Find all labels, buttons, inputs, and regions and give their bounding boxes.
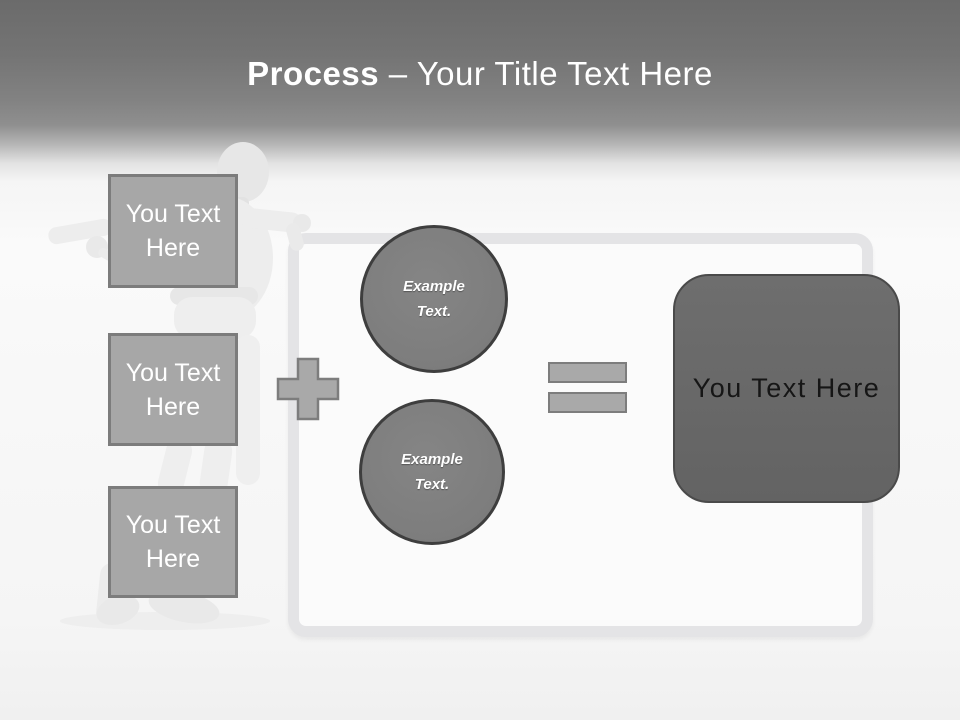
title-rest: – Your Title Text Here — [379, 55, 713, 92]
mannequin-left-thigh — [157, 438, 193, 496]
plus-icon[interactable] — [276, 357, 340, 421]
equals-icon[interactable] — [548, 362, 627, 383]
placeholder-box-1[interactable]: You Text Here — [108, 174, 238, 288]
placeholder-box-3-label: You Text Here — [125, 511, 221, 573]
example-circle-1-label: Example Text. — [403, 278, 465, 320]
example-circle-2[interactable]: Example Text. — [359, 399, 505, 545]
result-box-label: You Text Here — [692, 373, 881, 403]
slide-title[interactable]: Process – Your Title Text Here — [0, 52, 960, 96]
mannequin-hips — [174, 297, 256, 339]
placeholder-box-2-label: You Text Here — [125, 358, 221, 421]
mannequin-right-forearm — [286, 223, 304, 251]
equals-icon[interactable] — [548, 392, 627, 413]
example-circle-2-label: Example Text. — [401, 451, 463, 493]
mannequin-right-leg — [236, 335, 260, 485]
placeholder-box-3[interactable]: You Text Here — [108, 486, 238, 598]
mannequin-right-thigh — [199, 438, 233, 496]
placeholder-box-2[interactable]: You Text Here — [108, 333, 238, 446]
mannequin-left-foot — [96, 595, 140, 625]
title-emphasis: Process — [247, 55, 380, 92]
example-circle-1[interactable]: Example Text. — [360, 225, 508, 373]
mannequin-left-arm — [48, 218, 112, 245]
result-box[interactable]: You Text Here — [673, 274, 900, 503]
placeholder-box-1-label: You Text Here — [125, 200, 221, 262]
mannequin-right-arm — [239, 208, 302, 233]
mannequin-right-foot — [148, 590, 220, 624]
